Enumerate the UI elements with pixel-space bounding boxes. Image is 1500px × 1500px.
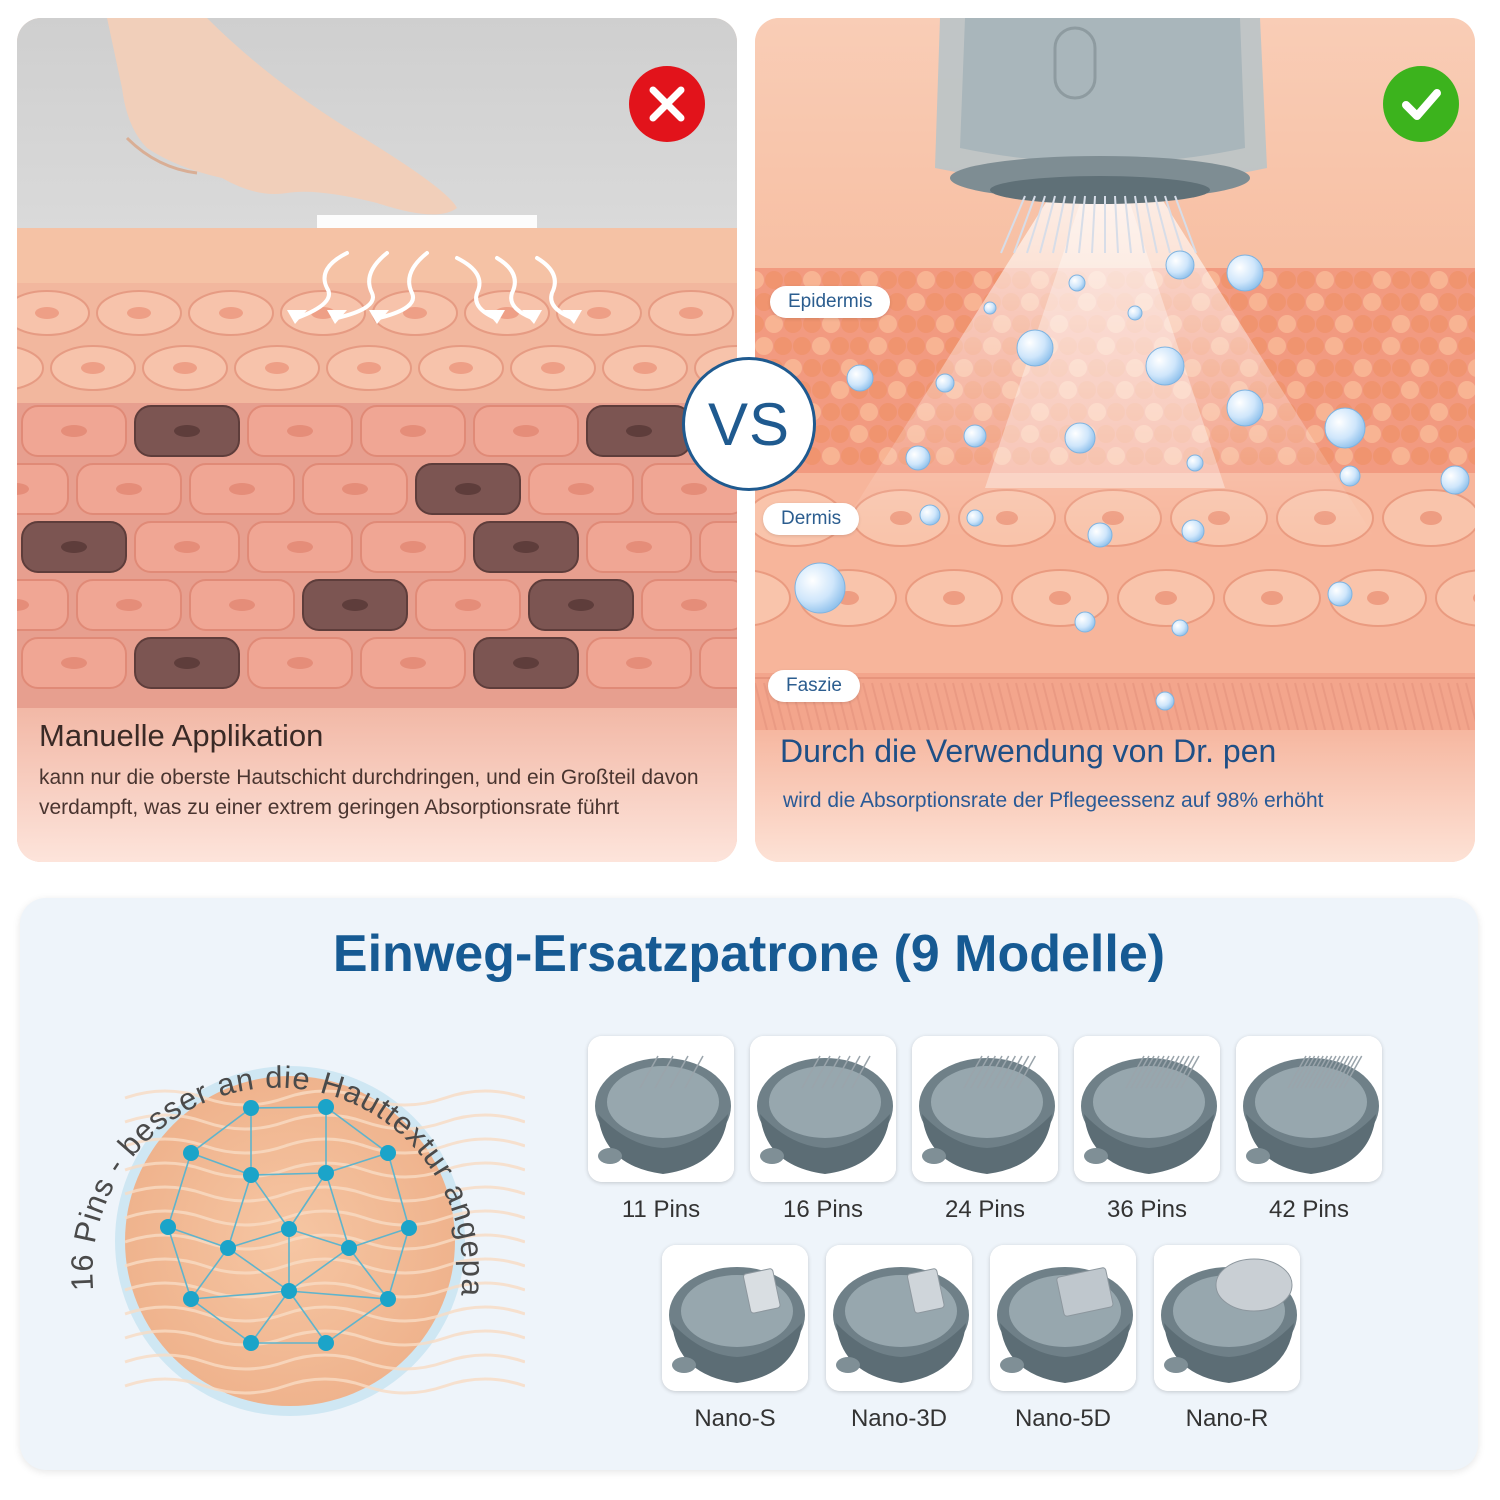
cartridge-image xyxy=(826,1245,972,1391)
cartridge-image xyxy=(1074,1036,1220,1182)
x-icon xyxy=(629,66,705,142)
cartridge-label: 24 Pins xyxy=(944,1196,1026,1223)
skin-layers-illustration xyxy=(17,18,737,862)
check-icon xyxy=(1383,66,1459,142)
dr-pen-illustration xyxy=(755,18,1475,862)
layer-label-dermis: Dermis xyxy=(763,503,860,535)
dr-pen-panel: Epidermis Dermis Faszie Durch die Verwen… xyxy=(755,18,1475,862)
dr-pen-title: Durch die Verwendung von Dr. pen xyxy=(780,733,1277,769)
cartridge-image xyxy=(588,1036,734,1182)
vs-badge: VS xyxy=(682,357,816,491)
cartridge-title: Einweg-Ersatzpatrone (9 Modelle) xyxy=(332,925,1166,983)
cartridge-image xyxy=(750,1036,896,1182)
cartridge-label: Nano-S xyxy=(694,1405,776,1432)
cartridge-image xyxy=(990,1245,1136,1391)
manual-application-panel: Manuelle Applikation kann nur die oberst… xyxy=(17,18,737,862)
cartridge-label: 16 Pins xyxy=(782,1196,864,1223)
cartridge-image xyxy=(1236,1036,1382,1182)
cartridge-label: 11 Pins xyxy=(621,1196,701,1223)
skin-texture-pins-illustration: 16 Pins - besser an die Hauttextur angep… xyxy=(55,1003,525,1416)
cartridge-image xyxy=(1154,1245,1300,1391)
cartridge-image xyxy=(912,1036,1058,1182)
layer-label-faszie: Faszie xyxy=(768,670,860,702)
cartridge-label: 42 Pins xyxy=(1268,1196,1350,1223)
cartridge-label: Nano-R xyxy=(1185,1405,1269,1432)
dr-pen-description: wird die Absorptionsrate der Pflegeessen… xyxy=(783,789,1324,812)
cartridge-label: Nano-3D xyxy=(850,1405,948,1432)
cartridge-panel: Einweg-Ersatzpatrone (9 Modelle) 16 Pins… xyxy=(20,898,1478,1470)
manual-application-description: kann nur die oberste Hautschicht durchdr… xyxy=(39,766,699,819)
cartridge-label: 36 Pins xyxy=(1106,1196,1188,1223)
layer-label-epidermis: Epidermis xyxy=(770,286,891,318)
cartridge-label: Nano-5D xyxy=(1014,1405,1112,1432)
manual-application-title: Manuelle Applikation xyxy=(39,718,324,753)
cartridge-image xyxy=(662,1245,808,1391)
